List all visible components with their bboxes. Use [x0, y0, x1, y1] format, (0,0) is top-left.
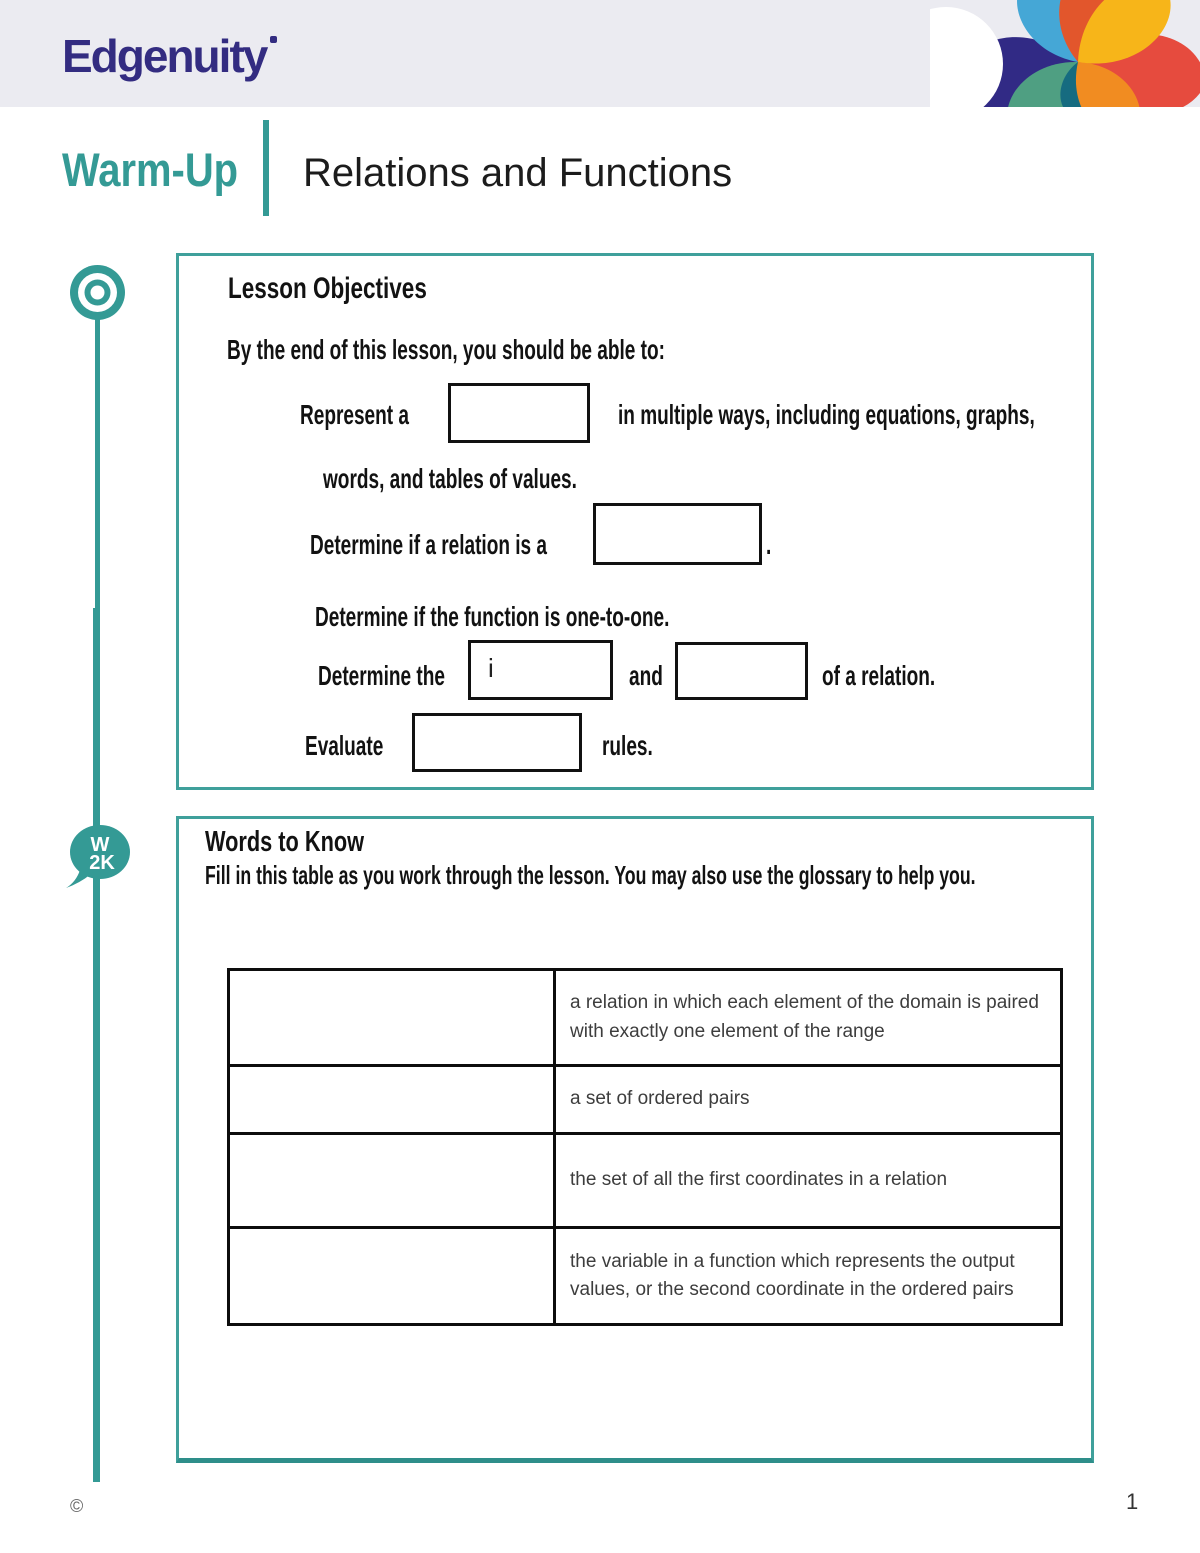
objective-4-post: of a relation.	[822, 660, 936, 691]
page-title: Relations and Functions	[303, 151, 733, 195]
table-row: the variable in a function which represe…	[227, 1226, 1063, 1326]
definition-cell: a relation in which each element of the …	[553, 968, 1063, 1067]
fill-in-blank-2[interactable]	[593, 503, 762, 565]
objective-1-continuation: words, and tables of values.	[323, 463, 577, 494]
w2k-badge-line2: 2K	[89, 852, 115, 874]
term-cell[interactable]	[227, 1226, 556, 1326]
fill-in-blank-5[interactable]	[412, 713, 582, 772]
table-row: the set of all the first coordinates in …	[227, 1132, 1063, 1229]
words-to-know-instructions: Fill in this table as you work through t…	[205, 860, 976, 890]
edgenuity-logo: Edgenuity	[62, 30, 278, 82]
objectives-intro: By the end of this lesson, you should be…	[227, 334, 665, 365]
edgenuity-logo-text: Edgenuity	[62, 30, 268, 82]
words-to-know-heading: Words to Know	[205, 826, 365, 858]
rail-line-top	[95, 316, 100, 608]
table-row: a relation in which each element of the …	[227, 968, 1063, 1067]
title-divider	[263, 120, 269, 216]
words-to-know-table: a relation in which each element of the …	[227, 968, 1063, 1326]
term-cell[interactable]	[227, 1132, 556, 1229]
fill-in-blank-4[interactable]	[675, 642, 808, 700]
bullseye-icon	[70, 265, 125, 320]
objective-2-post: .	[766, 529, 772, 560]
objective-5-pre: Evaluate	[305, 730, 384, 761]
objective-3-text: Determine if the function is one-to-one.	[315, 601, 670, 632]
term-cell[interactable]	[227, 1064, 556, 1135]
table-row: a set of ordered pairs	[227, 1064, 1063, 1135]
rail-line-bottom	[93, 608, 100, 1482]
pinwheel-logo-icon	[930, 0, 1200, 107]
objective-1-post: in multiple ways, including equations, g…	[618, 399, 1035, 430]
objective-1-pre: Represent a	[300, 399, 410, 430]
w2k-badge-line1: W	[91, 834, 110, 856]
definition-cell: the variable in a function which represe…	[553, 1226, 1063, 1326]
objective-4-pre: Determine the	[318, 660, 445, 691]
words-to-know-badge-icon: W 2K	[66, 825, 130, 888]
term-cell[interactable]	[227, 968, 556, 1067]
definition-cell: a set of ordered pairs	[553, 1064, 1063, 1135]
copyright-symbol: ©	[70, 1496, 84, 1516]
trademark-dot-icon	[270, 36, 278, 43]
objective-4-mid: and	[629, 660, 663, 691]
objective-2-pre: Determine if a relation is a	[310, 529, 548, 560]
fill-in-blank-1[interactable]	[448, 383, 590, 443]
lesson-objectives-heading: Lesson Objectives	[228, 272, 427, 305]
definition-cell: the set of all the first coordinates in …	[553, 1132, 1063, 1229]
page-number: 1	[1126, 1489, 1139, 1514]
fill-in-blank-3[interactable]: i	[468, 640, 613, 700]
objective-5-post: rules.	[602, 730, 653, 761]
section-label: Warm-Up	[62, 143, 239, 196]
